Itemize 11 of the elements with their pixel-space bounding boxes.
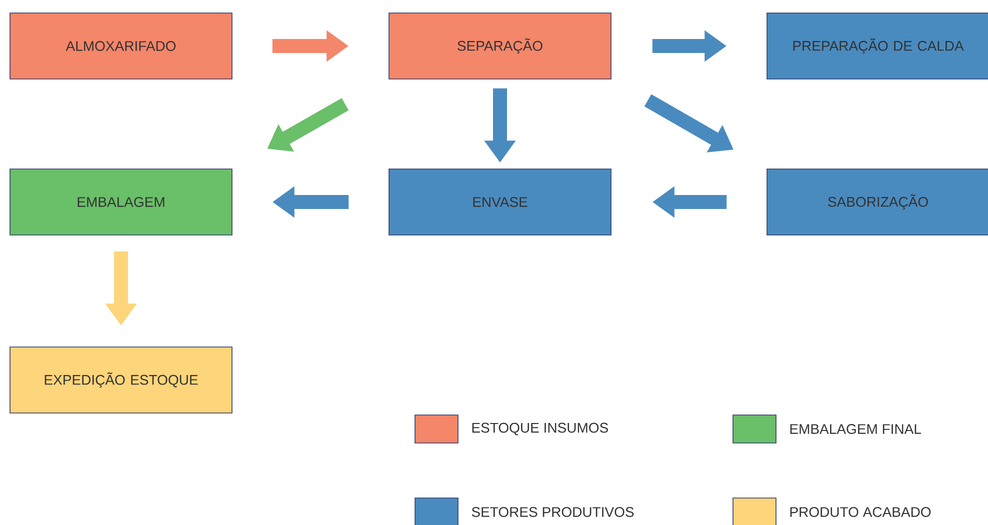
process-box: SEPARAÇÃO xyxy=(388,12,612,80)
legend-label: EMBALAGEM FINAL xyxy=(790,424,921,434)
legend-label: ESTOQUE INSUMOS xyxy=(472,422,608,436)
legend-label: SETORES PRODUTIVOS xyxy=(472,507,634,517)
process-box: EXPEDIÇÃO ESTOQUE xyxy=(10,346,232,414)
process-box: SABORIZAÇÃO xyxy=(766,168,988,236)
process-box: EMBALAGEM xyxy=(10,168,232,236)
process-box: ALMOXARIFADO xyxy=(10,12,232,80)
process-box: ENVASE xyxy=(388,168,612,236)
process-box: PREPARAÇÃO DE CALDA xyxy=(766,12,988,80)
legend-label: PRODUTO ACABADO xyxy=(790,507,931,517)
